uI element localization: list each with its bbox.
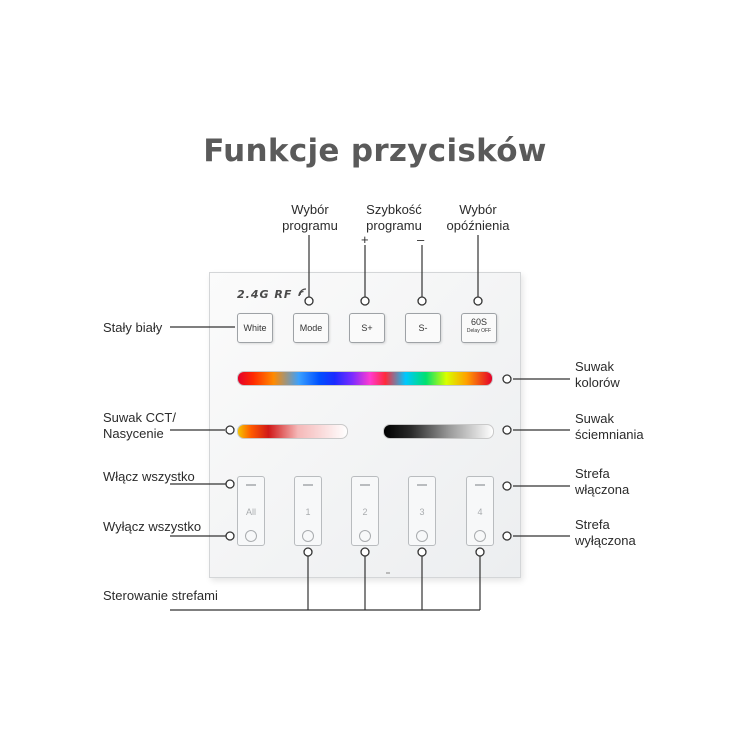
label-line: Szybkość	[366, 202, 422, 217]
zone-off-indicator[interactable]	[416, 530, 428, 542]
zone-label: 2	[362, 507, 368, 517]
label-line: Suwak CCT/	[103, 410, 176, 425]
mode-button[interactable]: Mode	[293, 313, 329, 343]
zone-key-1[interactable]: 1	[294, 476, 322, 546]
zone-on-indicator[interactable]	[475, 484, 485, 486]
label-line: włączona	[575, 482, 630, 497]
zone-on-indicator[interactable]	[417, 484, 427, 486]
zone-label: All	[245, 507, 256, 517]
page-title: Funkcje przycisków	[203, 133, 547, 169]
delay-button-label: 60S	[470, 317, 487, 327]
label-all-off: Wyłącz wszystko	[103, 519, 202, 534]
label-line: Nasycenie	[103, 426, 164, 441]
label-delay-select: Wybór opóźnienia	[440, 202, 516, 234]
label-line: opóźnienia	[446, 218, 510, 233]
zone-label: 4	[477, 507, 483, 517]
label-speed: Szybkość programu	[356, 202, 432, 234]
label-line: Strefa	[575, 466, 610, 481]
label-zone-on: Strefa włączona	[575, 466, 629, 498]
zone-key-4[interactable]: 4	[466, 476, 494, 546]
zone-off-indicator[interactable]	[474, 530, 486, 542]
label-cct-slider: Suwak CCT/ Nasycenie	[103, 410, 176, 442]
remote-panel: 2.4G RF White Mode S+ S- 60S Delay OFF A…	[209, 272, 521, 578]
dimming-slider[interactable]	[383, 424, 494, 439]
label-line: Strefa	[575, 517, 610, 532]
label-all-on: Włącz wszystko	[103, 469, 195, 484]
zone-on-indicator[interactable]	[246, 484, 256, 486]
label-line: Wybór	[291, 202, 329, 217]
zone-off-indicator[interactable]	[302, 530, 314, 542]
label-dim-slider: Suwak ściemniania	[575, 411, 644, 443]
delay-button[interactable]: 60S Delay OFF	[461, 313, 497, 343]
speed-up-button[interactable]: S+	[349, 313, 385, 343]
zone-label: 3	[419, 507, 425, 517]
panel-bottom-mark	[386, 572, 390, 574]
rf-label-text: 2.4G RF	[237, 288, 293, 301]
label-line: Wybór	[459, 202, 497, 217]
label-zone-off: Strefa wyłączona	[575, 517, 636, 549]
label-zone-control: Sterowanie strefami	[103, 588, 218, 603]
label-line: wyłączona	[575, 533, 636, 548]
label-speed-plus: +	[361, 232, 369, 247]
wifi-icon	[298, 288, 307, 297]
label-speed-minus: –	[417, 232, 425, 247]
zone-label: 1	[305, 507, 311, 517]
label-line: programu	[366, 218, 422, 233]
label-mode-select: Wybór programu	[272, 202, 348, 234]
color-slider[interactable]	[237, 371, 493, 386]
label-line: kolorów	[575, 375, 620, 390]
label-line: programu	[282, 218, 338, 233]
zone-key-all[interactable]: All	[237, 476, 265, 546]
label-line: Suwak	[575, 359, 615, 374]
cct-saturation-slider[interactable]	[237, 424, 348, 439]
delay-button-sublabel: Delay OFF	[466, 328, 492, 334]
label-line: Suwak	[575, 411, 615, 426]
zone-key-2[interactable]: 2	[351, 476, 379, 546]
rf-label: 2.4G RF	[237, 288, 308, 301]
zone-on-indicator[interactable]	[360, 484, 370, 486]
white-button[interactable]: White	[237, 313, 273, 343]
label-color-slider: Suwak kolorów	[575, 359, 620, 391]
label-white: Stały biały	[103, 320, 163, 335]
zone-on-indicator[interactable]	[303, 484, 313, 486]
zone-off-indicator[interactable]	[359, 530, 371, 542]
label-line: ściemniania	[575, 427, 644, 442]
speed-down-button[interactable]: S-	[405, 313, 441, 343]
zone-key-3[interactable]: 3	[408, 476, 436, 546]
zone-off-indicator[interactable]	[245, 530, 257, 542]
